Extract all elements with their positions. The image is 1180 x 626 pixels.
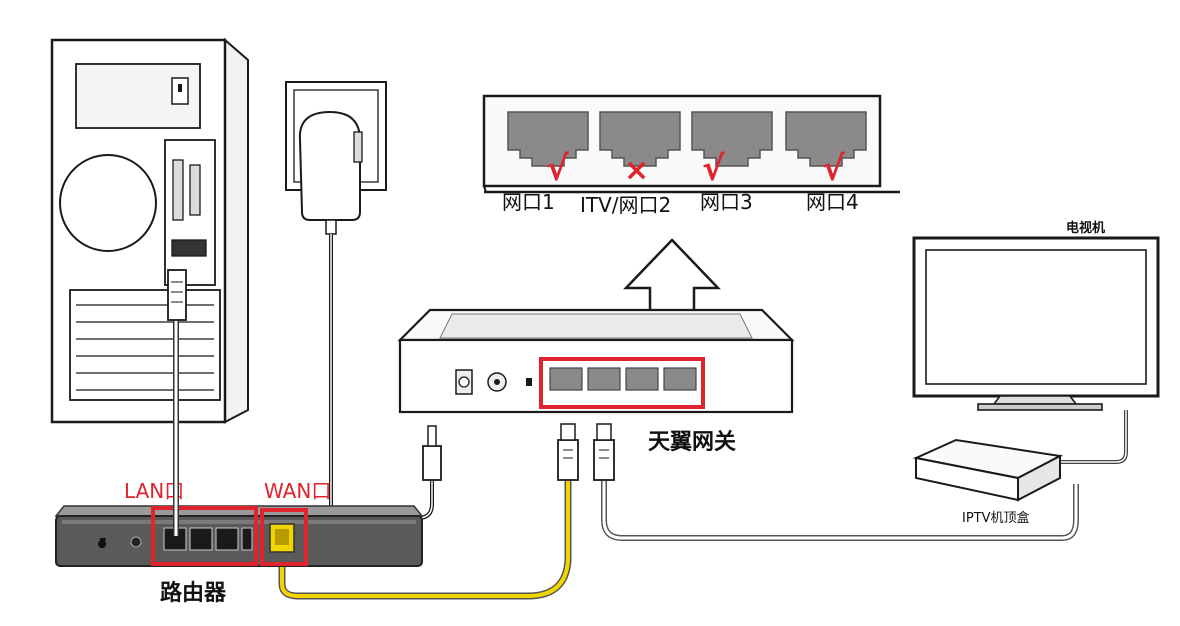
tv-device bbox=[912, 236, 1160, 411]
port-label-1: 网口1 bbox=[502, 190, 555, 214]
check-icon: √ bbox=[822, 149, 845, 189]
stb-label: IPTV机顶盒 bbox=[962, 510, 1030, 526]
port-zoom-2 bbox=[599, 111, 681, 167]
router-device bbox=[54, 505, 424, 567]
gateway-device bbox=[397, 308, 795, 414]
wan-label: WAN口 bbox=[264, 479, 331, 503]
port-zoom-4 bbox=[785, 111, 867, 167]
rj45-plug bbox=[557, 423, 579, 481]
port-label-3: 网口3 bbox=[700, 190, 753, 214]
rj45-plug bbox=[167, 269, 187, 321]
check-icon: √ bbox=[546, 149, 569, 189]
router-label: 路由器 bbox=[160, 580, 227, 606]
wan-port-highlight bbox=[260, 508, 308, 566]
port-zoom-1 bbox=[507, 111, 589, 167]
gateway-port-highlight bbox=[539, 357, 705, 409]
rj45-plug bbox=[593, 423, 615, 481]
port-zoom-3 bbox=[691, 111, 773, 167]
check-icon: √ bbox=[702, 149, 725, 189]
port-label-4: 网口4 bbox=[806, 190, 859, 214]
power-adapter bbox=[298, 110, 363, 235]
pc-tower bbox=[50, 37, 249, 424]
lan-port-highlight bbox=[151, 506, 258, 566]
cross-icon: × bbox=[624, 153, 649, 188]
power-plug bbox=[422, 425, 442, 481]
tv-label: 电视机 bbox=[1066, 220, 1105, 236]
tv-cable bbox=[1058, 410, 1128, 464]
gateway-label: 天翼网关 bbox=[648, 430, 736, 455]
port-panel-zoom bbox=[482, 94, 900, 194]
port-label-2: ITV/网口2 bbox=[580, 193, 671, 217]
iptv-set-top-box bbox=[912, 438, 1064, 502]
